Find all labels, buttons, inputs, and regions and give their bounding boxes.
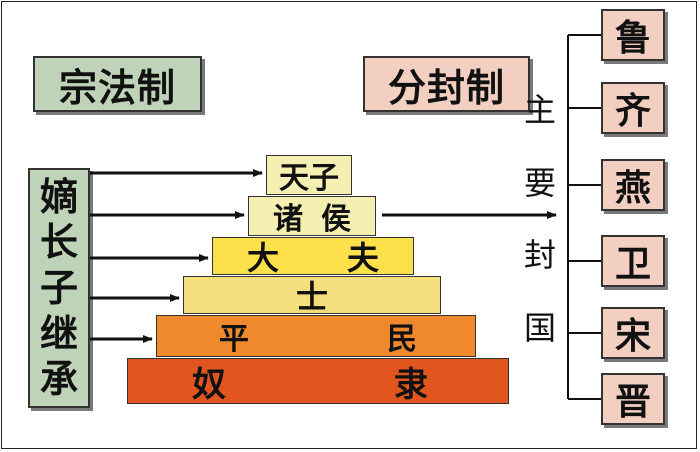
state-label: 鲁 — [614, 18, 651, 59]
inheritance-char: 子 — [39, 265, 78, 310]
state-label: 齐 — [614, 91, 651, 132]
tier-label: 大 — [247, 239, 280, 277]
tier-label: 夫 — [346, 239, 379, 277]
zongfa-title: 宗法制 — [58, 65, 176, 110]
main-fiefs-char: 国 — [523, 308, 556, 347]
state-box-yan: 燕 — [601, 159, 665, 211]
tier-label: 隶 — [394, 364, 428, 405]
tier-label: 平 — [219, 322, 249, 357]
tier-label: 天子 — [279, 161, 339, 196]
state-box-jin: 晋 — [601, 373, 665, 425]
state-box-lu: 鲁 — [601, 9, 665, 61]
fenfeng-title: 分封制 — [387, 65, 505, 110]
state-label: 宋 — [614, 316, 651, 357]
state-box-song: 宋 — [601, 307, 665, 359]
state-box-qi: 齐 — [601, 82, 665, 134]
tier-pingmin: 平 民 — [156, 315, 476, 357]
tier-nuli: 奴 隶 — [127, 358, 509, 405]
fenfeng-title-box: 分封制 — [363, 56, 530, 112]
state-box-wei: 卫 — [601, 235, 665, 287]
main-fiefs-char: 要 — [523, 163, 556, 202]
tier-label: 士 — [295, 278, 328, 316]
tier-tianzi: 天子 — [266, 155, 352, 196]
tier-label: 侯 — [321, 202, 351, 237]
inheritance-char: 长 — [39, 220, 78, 265]
state-label: 燕 — [614, 168, 651, 209]
main-fiefs-char: 主 — [523, 91, 556, 129]
tier-label: 民 — [387, 322, 417, 357]
tier-label: 奴 — [192, 364, 226, 405]
tier-dafu: 大 夫 — [212, 237, 414, 277]
main-fiefs-char: 封 — [523, 236, 556, 275]
state-label: 卫 — [614, 244, 651, 285]
state-label: 晋 — [614, 382, 651, 423]
tier-zhuhou: 诸 侯 — [248, 196, 376, 237]
inheritance-char: 继 — [39, 311, 78, 356]
tier-shi: 士 — [183, 276, 441, 316]
inheritance-char: 嫡 — [39, 174, 78, 219]
inheritance-char: 承 — [39, 357, 78, 402]
tier-label: 诸 — [273, 202, 303, 237]
main-fiefs-label: 主 要 封 国 — [520, 94, 560, 344]
zongfa-title-box: 宗法制 — [33, 56, 202, 112]
inheritance-box: 嫡 长 子 继 承 — [28, 168, 90, 408]
